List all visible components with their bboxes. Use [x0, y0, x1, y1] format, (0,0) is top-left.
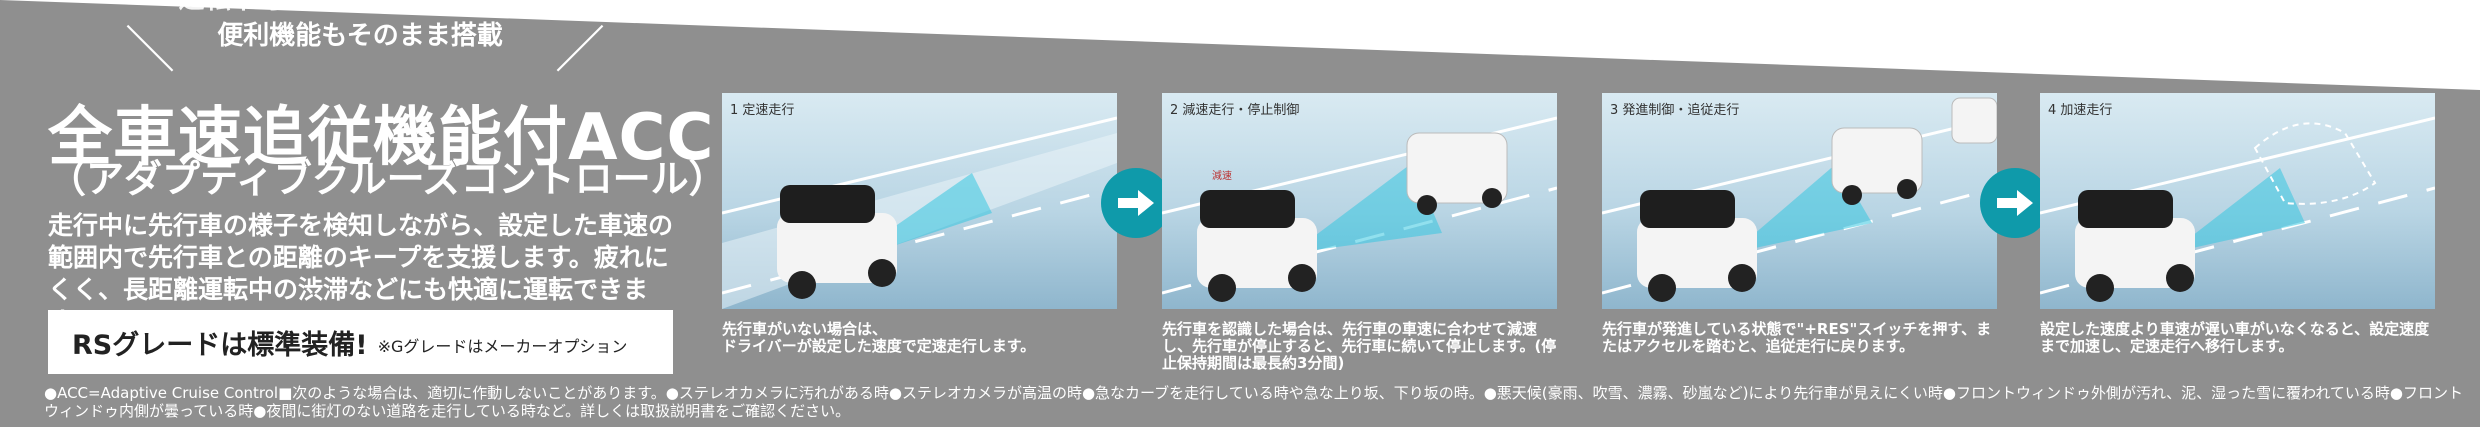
step-3-label: 3 発進制御・追従走行 [1610, 103, 1740, 118]
step-2-caption: 先行車を認識した場合は、先行車の車速に合わせて減速し、先行車が停止すると、先行車… [1162, 320, 1557, 372]
feature-subtitle: （アダプティブクルーズコントロール） [48, 157, 727, 201]
step-4-illustration [2040, 116, 2435, 302]
step-3-caption: 先行車が発進している状態で"+RES"スイッチを押す、またはアクセルを踏むと、追… [1602, 320, 1992, 355]
arrow-right-icon [1118, 190, 1154, 216]
feature-description: 走行中に先行車の様子を検知しながら、設定した車速の範囲内で先行車との距離のキープ… [48, 211, 674, 336]
decel-tag: 減速 [1212, 171, 1232, 182]
step-arrow-2 [1980, 168, 2050, 238]
tagline-left-slash: ＼ [125, 21, 175, 79]
step-1-illustration [722, 116, 1117, 309]
sensor-beam [2170, 168, 2305, 253]
tagline-line1: 運転不可の軽減をアシストする [178, 0, 542, 15]
step-2-illustration [1162, 116, 1557, 302]
car-icon [1637, 190, 1757, 302]
standard-badge-main: RSグレードは標準装備! [72, 329, 368, 361]
step-panel-2: 2 減速走行・停止制御 減速 [1162, 93, 1557, 309]
tagline: 運転不可の軽減をアシストする 便利機能もそのまま搭載 [150, 0, 570, 54]
footnote: ●ACC=Adaptive Cruise Control■次のような場合は、適切… [44, 384, 2464, 420]
sensor-beam [1292, 163, 1442, 253]
step-2-label: 2 減速走行・停止制御 [1170, 103, 1300, 118]
feature-title: 全車速追従機能付ACC [48, 101, 715, 175]
car-icon [1197, 190, 1317, 302]
step-1-label: 1 定速走行 [730, 103, 795, 118]
tagline-right-slash: ／ [555, 21, 605, 79]
lead-car-icon [1406, 132, 1508, 215]
car-icon [777, 185, 897, 299]
departed-car-outline [2253, 122, 2377, 205]
standard-equipment-badge: RSグレードは標準装備! ※Gグレードはメーカーオプション [48, 310, 673, 374]
tagline-line2: 便利機能もそのまま搭載 [217, 21, 503, 51]
car-icon [2075, 190, 2195, 302]
arrow-right-icon [1997, 190, 2033, 216]
step-arrow-1 [1101, 168, 1171, 238]
lead-car-icon [1831, 97, 1997, 205]
step-panel-1: 1 定速走行 [722, 93, 1117, 309]
step-panel-3: 3 発進制御・追従走行 [1602, 93, 1997, 309]
step-4-label: 4 加速走行 [2048, 103, 2113, 118]
step-4-caption: 設定した速度より車速が遅い車がいなくなると、設定速度まで加速し、定速走行へ移行し… [2040, 320, 2430, 355]
step-panel-4: 4 加速走行 [2040, 93, 2435, 309]
step-3-illustration [1602, 97, 1997, 302]
standard-badge-note: ※Gグレードはメーカーオプション [377, 337, 628, 356]
step-1-caption: 先行車がいない場合は、 ドライバーが設定した速度で定速走行します。 [722, 320, 1036, 355]
